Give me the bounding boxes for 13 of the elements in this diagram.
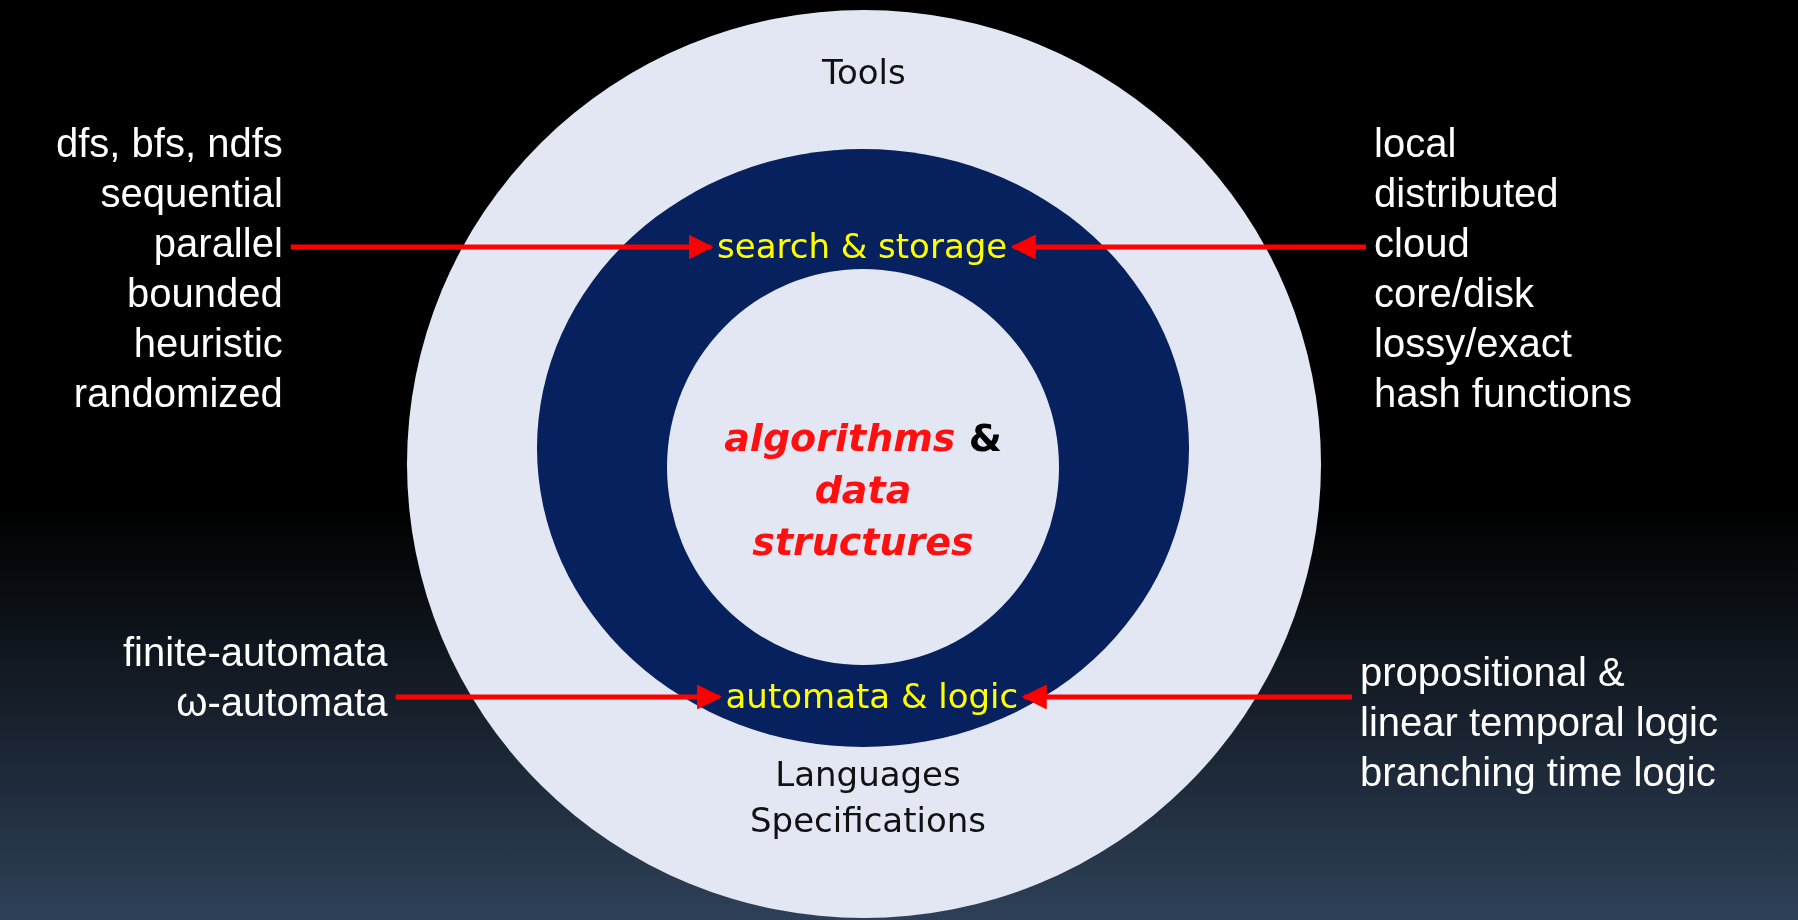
- term-list: local distributed cloud core/disk lossy/exact hash functions: [1374, 118, 1632, 418]
- ring-label: automata & logic: [725, 674, 1019, 720]
- arrow: [1010, 234, 1366, 260]
- term-list: propositional & linear temporal logic branching time logic: [1360, 647, 1718, 797]
- ring-label: Languages Specifications: [750, 753, 986, 842]
- term-list: dfs, bfs, ndfs sequential parallel bounded heuristic randomized: [56, 118, 283, 418]
- ring-label: search & storage: [717, 224, 1008, 270]
- term-list: finite-automata ω-automata: [123, 627, 388, 727]
- ring-label: Tools: [822, 51, 906, 94]
- arrow: [290, 234, 714, 260]
- arrow: [395, 684, 722, 710]
- center-label: algorithms & data structures: [723, 415, 1003, 566]
- arrow: [1021, 684, 1352, 710]
